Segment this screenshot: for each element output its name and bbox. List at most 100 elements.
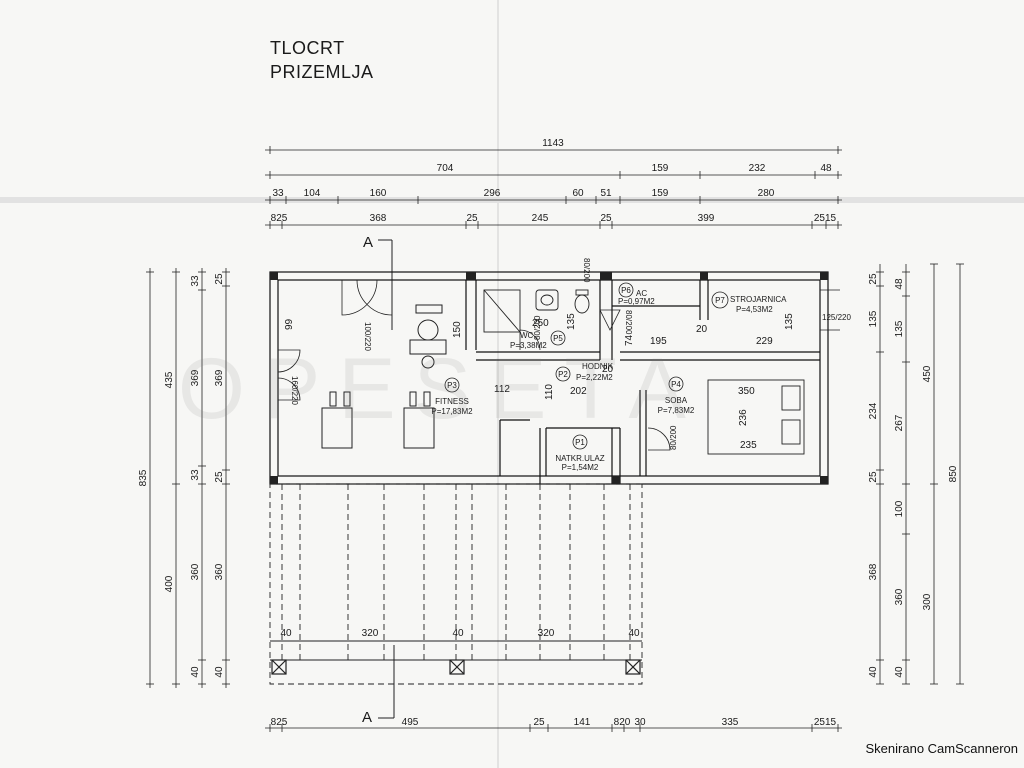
dim-top-row3-6: 51 <box>600 188 612 199</box>
dim-top-row2-3: 232 <box>749 163 766 174</box>
pergola-posts <box>271 659 641 675</box>
dim-top-row2-1: 704 <box>437 163 454 174</box>
dim-left-outer: 835 <box>138 469 149 486</box>
dim-terrace-1: 40 <box>280 628 292 639</box>
room-name: STROJARNICA <box>730 295 787 304</box>
dim-interior-20a: 20 <box>696 324 708 335</box>
room-name: NATKR.ULAZ <box>555 454 604 463</box>
dim-right2-2: 135 <box>894 320 905 337</box>
dim-interior-250: 250 <box>532 318 549 329</box>
dim-right3-1: 450 <box>922 365 933 382</box>
dim-bottom-2: 495 <box>402 717 419 728</box>
room-p7: P7 STROJARNICA P=4,53M2 <box>711 291 787 314</box>
scanner-caption: Skenirano CamScanneron <box>865 741 1018 756</box>
dim-right2-1: 48 <box>894 278 905 290</box>
dim-interior-202: 202 <box>570 386 587 397</box>
dim-interior-229: 229 <box>756 336 773 347</box>
dim-top-row3-1: 33 <box>272 188 284 199</box>
room-p4: P4 SOBA P=7,83M2 <box>658 376 695 415</box>
room-number: P2 <box>558 370 568 379</box>
dim-right2-3: 267 <box>894 414 905 431</box>
room-name: WC <box>520 331 534 340</box>
door-label-5: 80/200 <box>533 315 542 340</box>
room-p2: P2 HODNIK P=2,22M2 <box>555 362 614 382</box>
dim-bottom-7: 335 <box>722 717 739 728</box>
dim-right2-4: 100 <box>894 500 905 517</box>
dim-bottom-1: 825 <box>271 717 288 728</box>
dim-interior-74: 74 <box>624 334 635 346</box>
dim-right1-3: 234 <box>868 402 879 419</box>
dim-bottom-8: 2515 <box>814 717 837 728</box>
room-p3: P3 FITNESS P=17,83M2 <box>431 377 473 416</box>
door-label-3: 80/200 <box>582 258 591 283</box>
dim-bottom-3: 25 <box>533 717 545 728</box>
room-number: P4 <box>671 380 681 389</box>
dim-right2-5: 360 <box>894 588 905 605</box>
room-number: P7 <box>715 296 725 305</box>
dim-top-row4-2: 368 <box>370 213 387 224</box>
room-number: P6 <box>621 286 631 295</box>
room-area: P=0,97M2 <box>618 297 655 306</box>
dim-left2-1: 435 <box>164 371 175 388</box>
room-area: P=3,38M2 <box>510 341 547 350</box>
room-p6: P6 AC P=0,97M2 <box>618 282 655 306</box>
room-number: P1 <box>575 438 585 447</box>
dim-top-row2-4: 48 <box>820 163 832 174</box>
dim-terrace-5: 40 <box>628 628 640 639</box>
building-walls <box>269 271 829 485</box>
left-dimension-chains <box>146 268 230 688</box>
section-marker-bottom: A <box>362 709 372 726</box>
room-p5: P5 WC P=3,38M2 <box>510 330 566 350</box>
dim-top-row3-7: 159 <box>652 188 669 199</box>
soba-bed <box>707 379 805 455</box>
door-label-6: 125/220 <box>822 313 851 322</box>
dim-bottom-6: 30 <box>634 717 646 728</box>
room-area: P=7,83M2 <box>658 406 695 415</box>
dim-left3-4: 360 <box>190 563 201 580</box>
dim-top-row3-3: 160 <box>370 188 387 199</box>
dim-top-row3-8: 280 <box>758 188 775 199</box>
door-label-7: 80/200 <box>669 425 678 450</box>
dim-interior-135: 135 <box>566 313 577 330</box>
fitness-equipment <box>321 304 447 449</box>
bottom-dimension-chain <box>265 724 842 732</box>
door-label-2: 160/220 <box>290 376 299 405</box>
dim-top-row4-1: 825 <box>271 213 288 224</box>
dim-top-row4-5: 25 <box>600 213 612 224</box>
door-label-4: 80/200 <box>624 310 633 335</box>
dim-left3-3: 33 <box>190 469 201 481</box>
dim-interior-110: 110 <box>544 384 555 400</box>
room-name: FITNESS <box>435 397 469 406</box>
dim-top-row2-2: 159 <box>652 163 669 174</box>
dim-left4-1: 25 <box>214 273 225 285</box>
room-area: P=1,54M2 <box>562 463 599 472</box>
dim-top-row3-4: 296 <box>484 188 501 199</box>
dim-top-row4-4: 245 <box>532 213 549 224</box>
dim-right1-1: 25 <box>868 273 879 285</box>
dim-interior-195: 195 <box>650 336 667 347</box>
dim-interior-20b: 20 <box>602 364 614 375</box>
dim-top-row4-7: 2515 <box>814 213 837 224</box>
dim-interior-112: 112 <box>494 384 510 395</box>
dim-right1-5: 368 <box>868 563 879 580</box>
dim-left4-5: 40 <box>214 666 225 678</box>
plan-title-line2: PRIZEMLJA <box>270 62 374 82</box>
dim-interior-350: 350 <box>738 386 755 397</box>
dim-top-row4-6: 399 <box>698 213 715 224</box>
dim-top-row3-2: 104 <box>304 188 321 199</box>
room-area: P=4,53M2 <box>736 305 773 314</box>
dim-terrace-4: 320 <box>538 628 555 639</box>
room-name: AC <box>636 289 647 298</box>
dim-right3-2: 300 <box>922 593 933 610</box>
room-p1: P1 NATKR.ULAZ P=1,54M2 <box>555 434 605 472</box>
dim-terrace-2: 320 <box>362 628 379 639</box>
wc-fixtures <box>483 289 590 333</box>
room-name: HODNIK <box>582 362 614 371</box>
watermark: OPESETA <box>178 341 704 437</box>
door-swings <box>277 279 840 451</box>
room-area: P=17,83M2 <box>431 407 473 416</box>
room-number: P3 <box>447 381 457 390</box>
dim-right-outer: 850 <box>948 465 959 482</box>
dim-top-total: 1143 <box>542 138 564 149</box>
dim-left3-2: 369 <box>190 369 201 386</box>
